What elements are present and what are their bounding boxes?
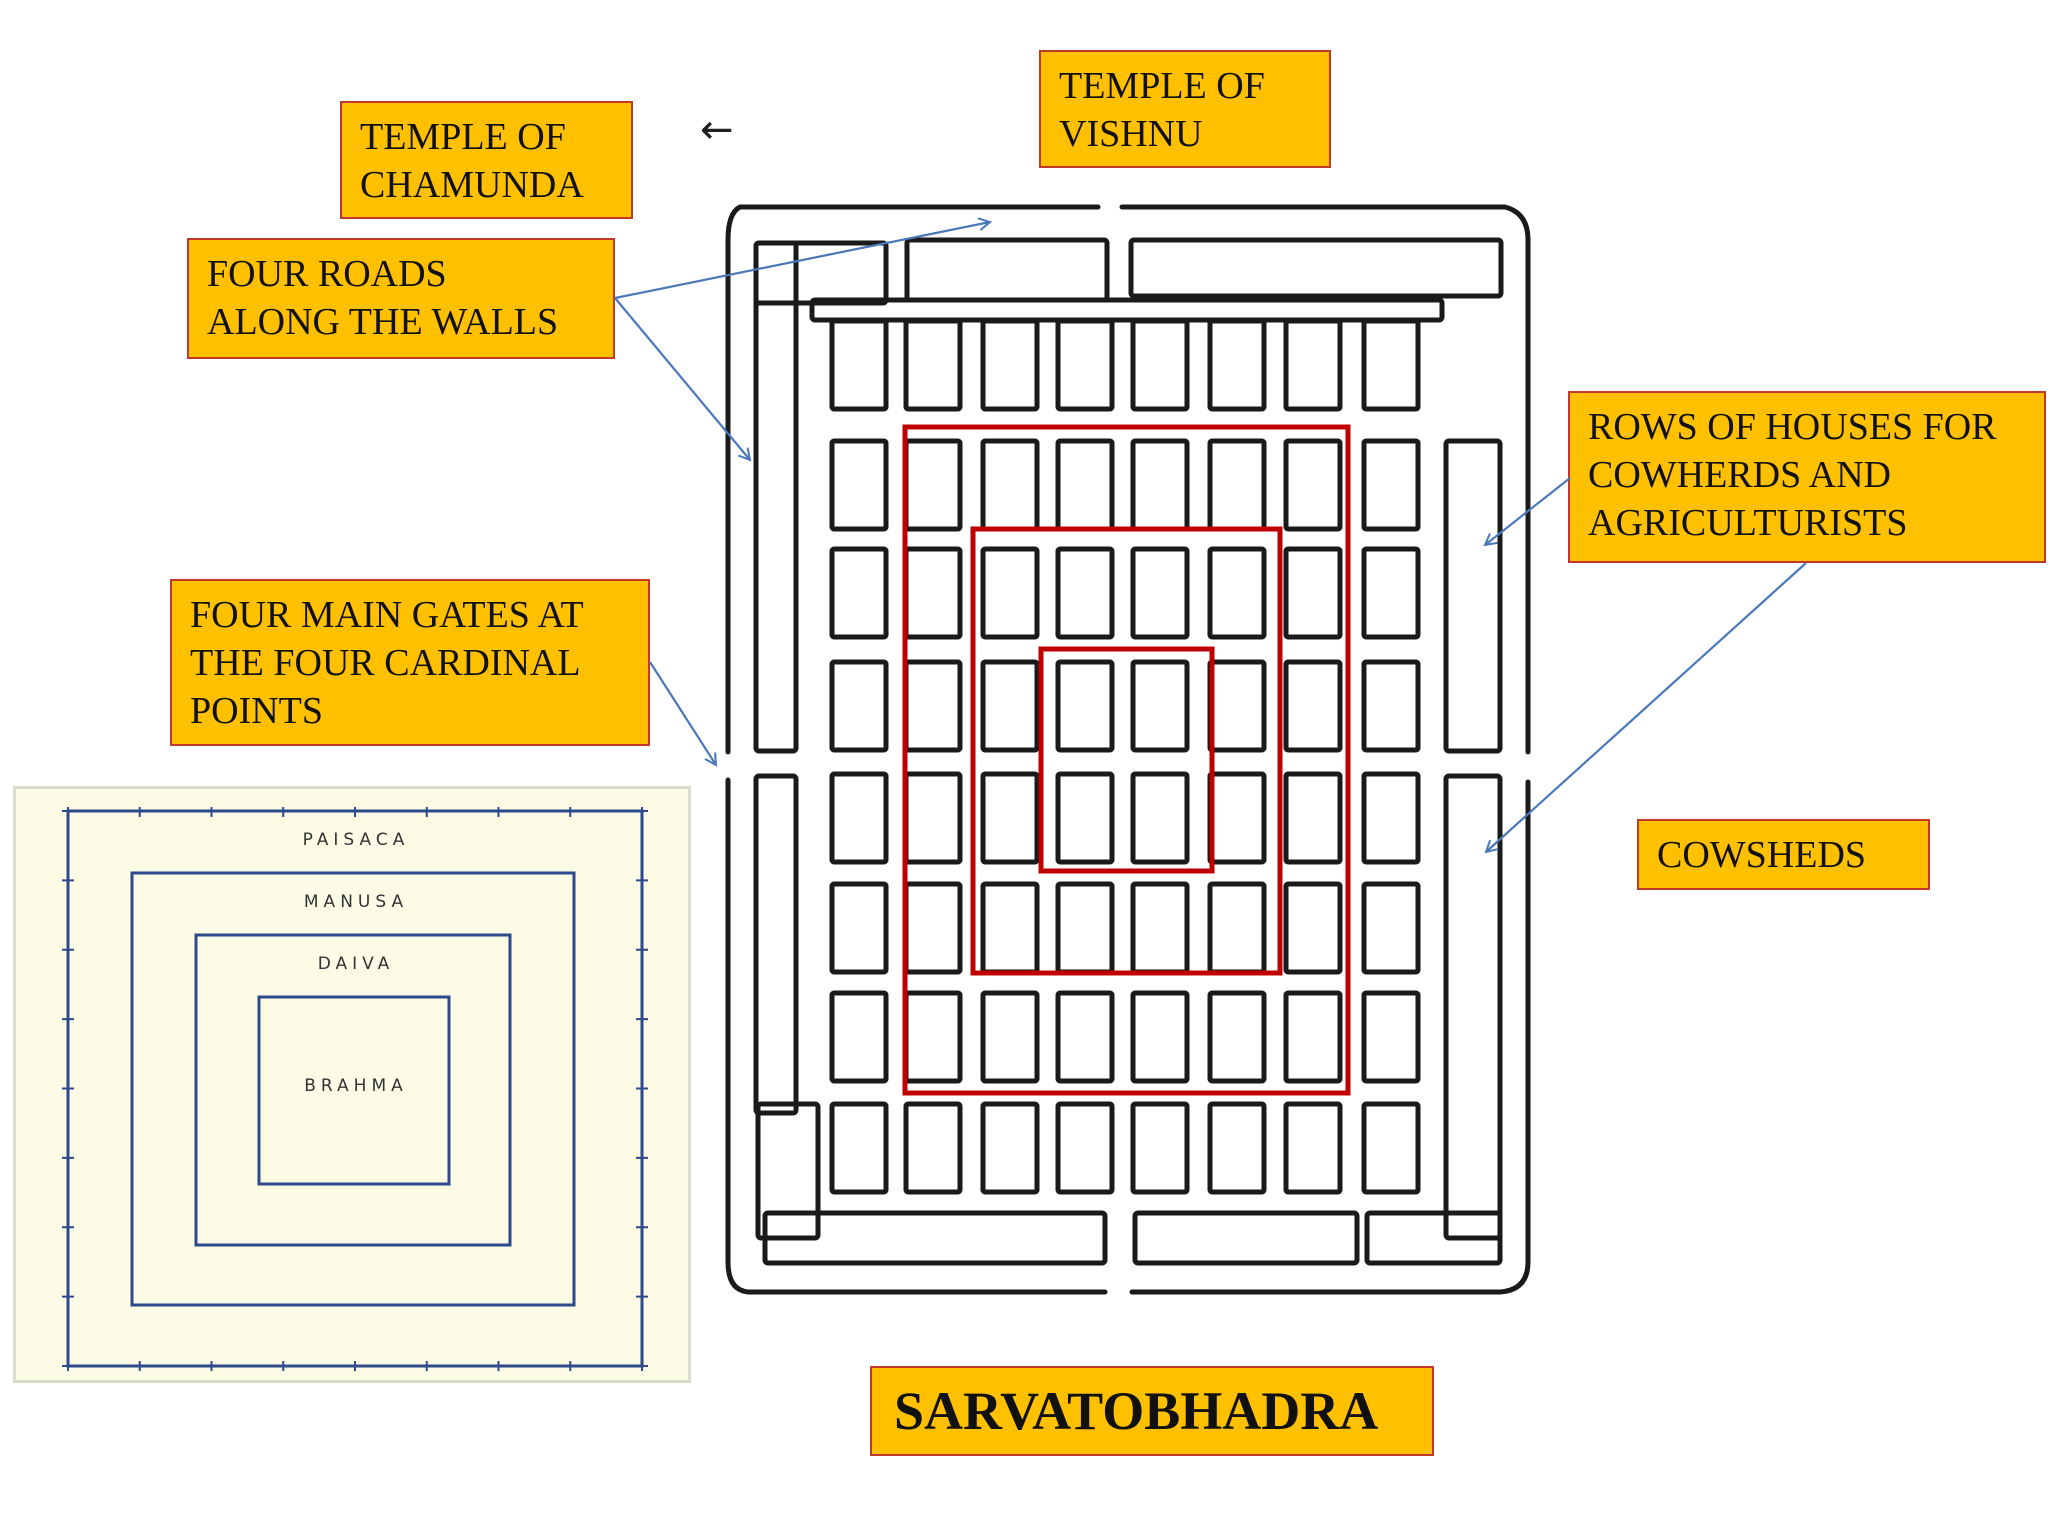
ring-label-brahma: BRAHMA <box>304 1076 408 1096</box>
house-block-22 <box>1207 546 1267 640</box>
road-strip-7 <box>1443 773 1503 1241</box>
house-block-60 <box>1055 1101 1115 1195</box>
road-strip-11 <box>762 1210 1108 1266</box>
house-block-11 <box>980 438 1040 532</box>
house-block-10 <box>903 438 963 532</box>
house-block-9 <box>829 438 889 532</box>
house-block-6 <box>1207 318 1267 412</box>
house-block-21 <box>1130 546 1190 640</box>
house-block-29 <box>1130 659 1190 753</box>
house-block-7 <box>1283 318 1343 412</box>
house-block-57 <box>829 1101 889 1195</box>
house-block-63 <box>1283 1101 1343 1195</box>
outer-wall <box>725 204 1531 1295</box>
house-block-4 <box>1055 318 1115 412</box>
road-strip-12 <box>809 297 1445 323</box>
road-strip-5 <box>753 773 799 1116</box>
house-block-49 <box>829 990 889 1084</box>
house-block-23 <box>1283 546 1343 640</box>
road-strip-2 <box>904 237 1110 303</box>
ring-label-manusa: MANUSA <box>304 892 408 912</box>
plan-highlight-rings <box>902 424 1351 1096</box>
house-block-31 <box>1283 659 1343 753</box>
house-block-18 <box>903 546 963 640</box>
mandala-square-manusa <box>130 871 576 1307</box>
callout-rows-of-houses: ROWS OF HOUSES FOR COWHERDS AND AGRICULT… <box>1568 391 2046 563</box>
highlight-ring-outer <box>902 424 1351 1096</box>
house-block-55 <box>1283 990 1343 1084</box>
highlight-ring-inner <box>1038 646 1215 874</box>
house-block-47 <box>1283 881 1343 975</box>
road-strip-8 <box>755 1101 821 1241</box>
house-block-37 <box>1130 771 1190 865</box>
house-block-45 <box>1130 881 1190 975</box>
house-block-44 <box>1055 881 1115 975</box>
road-strip-1 <box>753 240 889 306</box>
house-block-34 <box>903 771 963 865</box>
house-block-35 <box>980 771 1040 865</box>
house-block-8 <box>1361 318 1421 412</box>
house-block-15 <box>1283 438 1343 532</box>
house-block-27 <box>980 659 1040 753</box>
house-block-14 <box>1207 438 1267 532</box>
house-block-52 <box>1055 990 1115 1084</box>
house-block-16 <box>1361 438 1421 532</box>
house-block-56 <box>1361 990 1421 1084</box>
house-block-12 <box>1055 438 1115 532</box>
house-block-59 <box>980 1101 1040 1195</box>
ring-label-paisaca: PAISACA <box>303 830 410 850</box>
house-block-33 <box>829 771 889 865</box>
house-block-39 <box>1283 771 1343 865</box>
house-block-13 <box>1130 438 1190 532</box>
house-block-24 <box>1361 546 1421 640</box>
house-block-41 <box>829 881 889 975</box>
compass-arrow: ← <box>700 107 734 153</box>
house-block-32 <box>1361 659 1421 753</box>
house-block-53 <box>1130 990 1190 1084</box>
ring-label-daiva: DAIVA <box>318 954 395 974</box>
house-block-46 <box>1207 881 1267 975</box>
house-block-3 <box>980 318 1040 412</box>
house-block-25 <box>829 659 889 753</box>
plan-linework <box>725 204 1531 1295</box>
callout-cowsheds: COWSHEDS <box>1637 819 1930 890</box>
mandala-square-brahma <box>257 995 451 1186</box>
house-block-5 <box>1130 318 1190 412</box>
callout-four-gates: FOUR MAIN GATES AT THE FOUR CARDINAL POI… <box>170 579 650 746</box>
house-block-40 <box>1361 771 1421 865</box>
house-block-30 <box>1207 659 1267 753</box>
house-block-38 <box>1207 771 1267 865</box>
road-strip-10 <box>1364 1210 1503 1266</box>
house-block-61 <box>1130 1101 1190 1195</box>
house-block-51 <box>980 990 1040 1084</box>
house-block-20 <box>1055 546 1115 640</box>
mandala-inset: PAISACA MANUSA DAIVA BRAHMA <box>13 786 691 1383</box>
callout-temple-chamunda: TEMPLE OF CHAMUNDA <box>340 101 633 219</box>
house-block-26 <box>903 659 963 753</box>
house-block-2 <box>903 318 963 412</box>
callout-temple-vishnu: TEMPLE OF VISHNU <box>1039 50 1331 168</box>
house-block-48 <box>1361 881 1421 975</box>
road-strip-4 <box>753 240 799 754</box>
house-block-19 <box>980 546 1040 640</box>
house-block-1 <box>829 318 889 412</box>
house-block-58 <box>903 1101 963 1195</box>
highlight-ring-middle <box>970 526 1283 976</box>
diagram-title: SARVATOBHADRA <box>870 1366 1434 1456</box>
road-strip-3 <box>1128 237 1504 299</box>
road-strip-9 <box>1132 1210 1360 1266</box>
house-block-50 <box>903 990 963 1084</box>
mandala-square-daiva <box>194 933 512 1247</box>
house-block-43 <box>980 881 1040 975</box>
house-block-36 <box>1055 771 1115 865</box>
house-block-64 <box>1361 1101 1421 1195</box>
house-block-62 <box>1207 1101 1267 1195</box>
house-block-17 <box>829 546 889 640</box>
house-block-28 <box>1055 659 1115 753</box>
road-strip-6 <box>1443 438 1503 754</box>
house-block-42 <box>903 881 963 975</box>
callout-four-roads: FOUR ROADS ALONG THE WALLS <box>187 238 615 359</box>
house-block-54 <box>1207 990 1267 1084</box>
